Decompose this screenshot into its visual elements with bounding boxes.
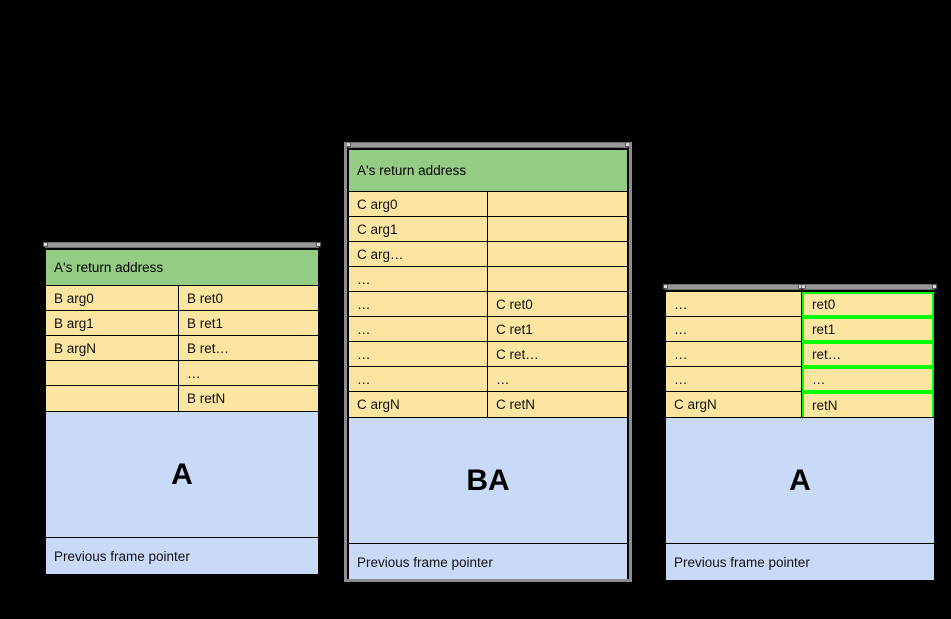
ret-cell-highlighted: ret1 [802,317,934,342]
resize-handle-ne[interactable] [316,242,321,247]
arg-cell: B argN [46,336,179,361]
table-row: B arg0 B ret0 [46,286,318,311]
arg-ret-table-middle: C arg0 C arg1 C arg… … … C ret0 … C ret1… [348,192,628,418]
arg-cell: B arg0 [46,286,179,311]
table-row: … [349,267,627,292]
arg-cell: C arg1 [349,217,488,242]
ret-cell: C ret0 [488,292,627,317]
table-row: … C ret1 [349,317,627,342]
ret-cell: … [488,367,627,392]
resize-handle-ne[interactable] [932,284,937,289]
ret-cell [488,217,627,242]
arg-ret-table-left: B arg0 B ret0 B arg1 B ret1 B argN B ret… [45,286,319,412]
arg-cell: B arg1 [46,311,179,336]
table-row: B argN B ret… [46,336,318,361]
ret-cell-highlighted: retN [802,392,934,417]
stack-frame-diagram-middle[interactable]: A's return address C arg0 C arg1 C arg… … [344,142,632,582]
arg-cell: … [349,317,488,342]
resize-handle-ne[interactable] [625,142,630,147]
table-row: … C ret… [349,342,627,367]
selection-bar-right-rets[interactable] [801,284,937,290]
table-row: … … [666,367,934,392]
arg-cell: … [666,367,802,392]
table-row: … [46,361,318,386]
resize-handle-nw[interactable] [663,284,668,289]
ret-cell [488,242,627,267]
ret-cell: C retN [488,392,627,417]
table-row: C argN retN [666,392,934,417]
frame-body-middle: BA [348,418,628,544]
ret-cell: … [179,361,318,386]
ret-cell: B ret0 [179,286,318,311]
arg-cell: … [349,267,488,292]
table-row: C arg… [349,242,627,267]
table-row: B retN [46,386,318,411]
arg-cell: … [349,292,488,317]
ret-cell-highlighted: … [802,367,934,392]
ret-cell-highlighted: ret… [802,342,934,367]
table-row: B arg1 B ret1 [46,311,318,336]
ret-cell-highlighted: ret0 [802,292,934,317]
table-row: … C ret0 [349,292,627,317]
selection-bar-left[interactable] [43,242,321,248]
table-row: … … [349,367,627,392]
arg-cell [46,386,179,411]
previous-frame-pointer-left: Previous frame pointer [45,538,319,575]
table-row: C arg1 [349,217,627,242]
table-row: C arg0 [349,192,627,217]
arg-cell: … [349,367,488,392]
stack-frame-diagram-left[interactable]: A's return address B arg0 B ret0 B arg1 … [43,242,321,575]
resize-handle-nw[interactable] [43,242,48,247]
selection-bar-middle[interactable] [346,142,630,148]
stack-frame-diagram-right[interactable]: … ret0 … ret1 … ret… … … C argN retN A P… [663,284,937,581]
previous-frame-pointer-middle: Previous frame pointer [348,544,628,581]
arg-cell: C argN [666,392,802,417]
selection-bar-right-args[interactable] [663,284,803,290]
previous-frame-pointer-right: Previous frame pointer [665,544,935,581]
frame-body-right: A [665,418,935,544]
arg-ret-table-right: … ret0 … ret1 … ret… … … C argN retN [665,291,935,418]
ret-cell [488,192,627,217]
frame-body-left: A [45,412,319,538]
ret-cell: C ret… [488,342,627,367]
arg-cell: … [666,342,802,367]
table-row: … ret0 [666,292,934,317]
table-row: C argN C retN [349,392,627,417]
ret-cell: B ret1 [179,311,318,336]
ret-cell: C ret1 [488,317,627,342]
ret-cell: B ret… [179,336,318,361]
arg-cell: … [666,292,802,317]
ret-cell [488,267,627,292]
return-address-header-middle: A's return address [348,149,628,192]
table-row: … ret… [666,342,934,367]
resize-handle-nw[interactable] [801,284,806,289]
arg-cell [46,361,179,386]
arg-cell: … [666,317,802,342]
arg-cell: C arg… [349,242,488,267]
table-row: … ret1 [666,317,934,342]
ret-cell: B retN [179,386,318,411]
arg-cell: C arg0 [349,192,488,217]
resize-handle-nw[interactable] [346,142,351,147]
return-address-header-left: A's return address [45,249,319,286]
arg-cell: … [349,342,488,367]
arg-cell: C argN [349,392,488,417]
